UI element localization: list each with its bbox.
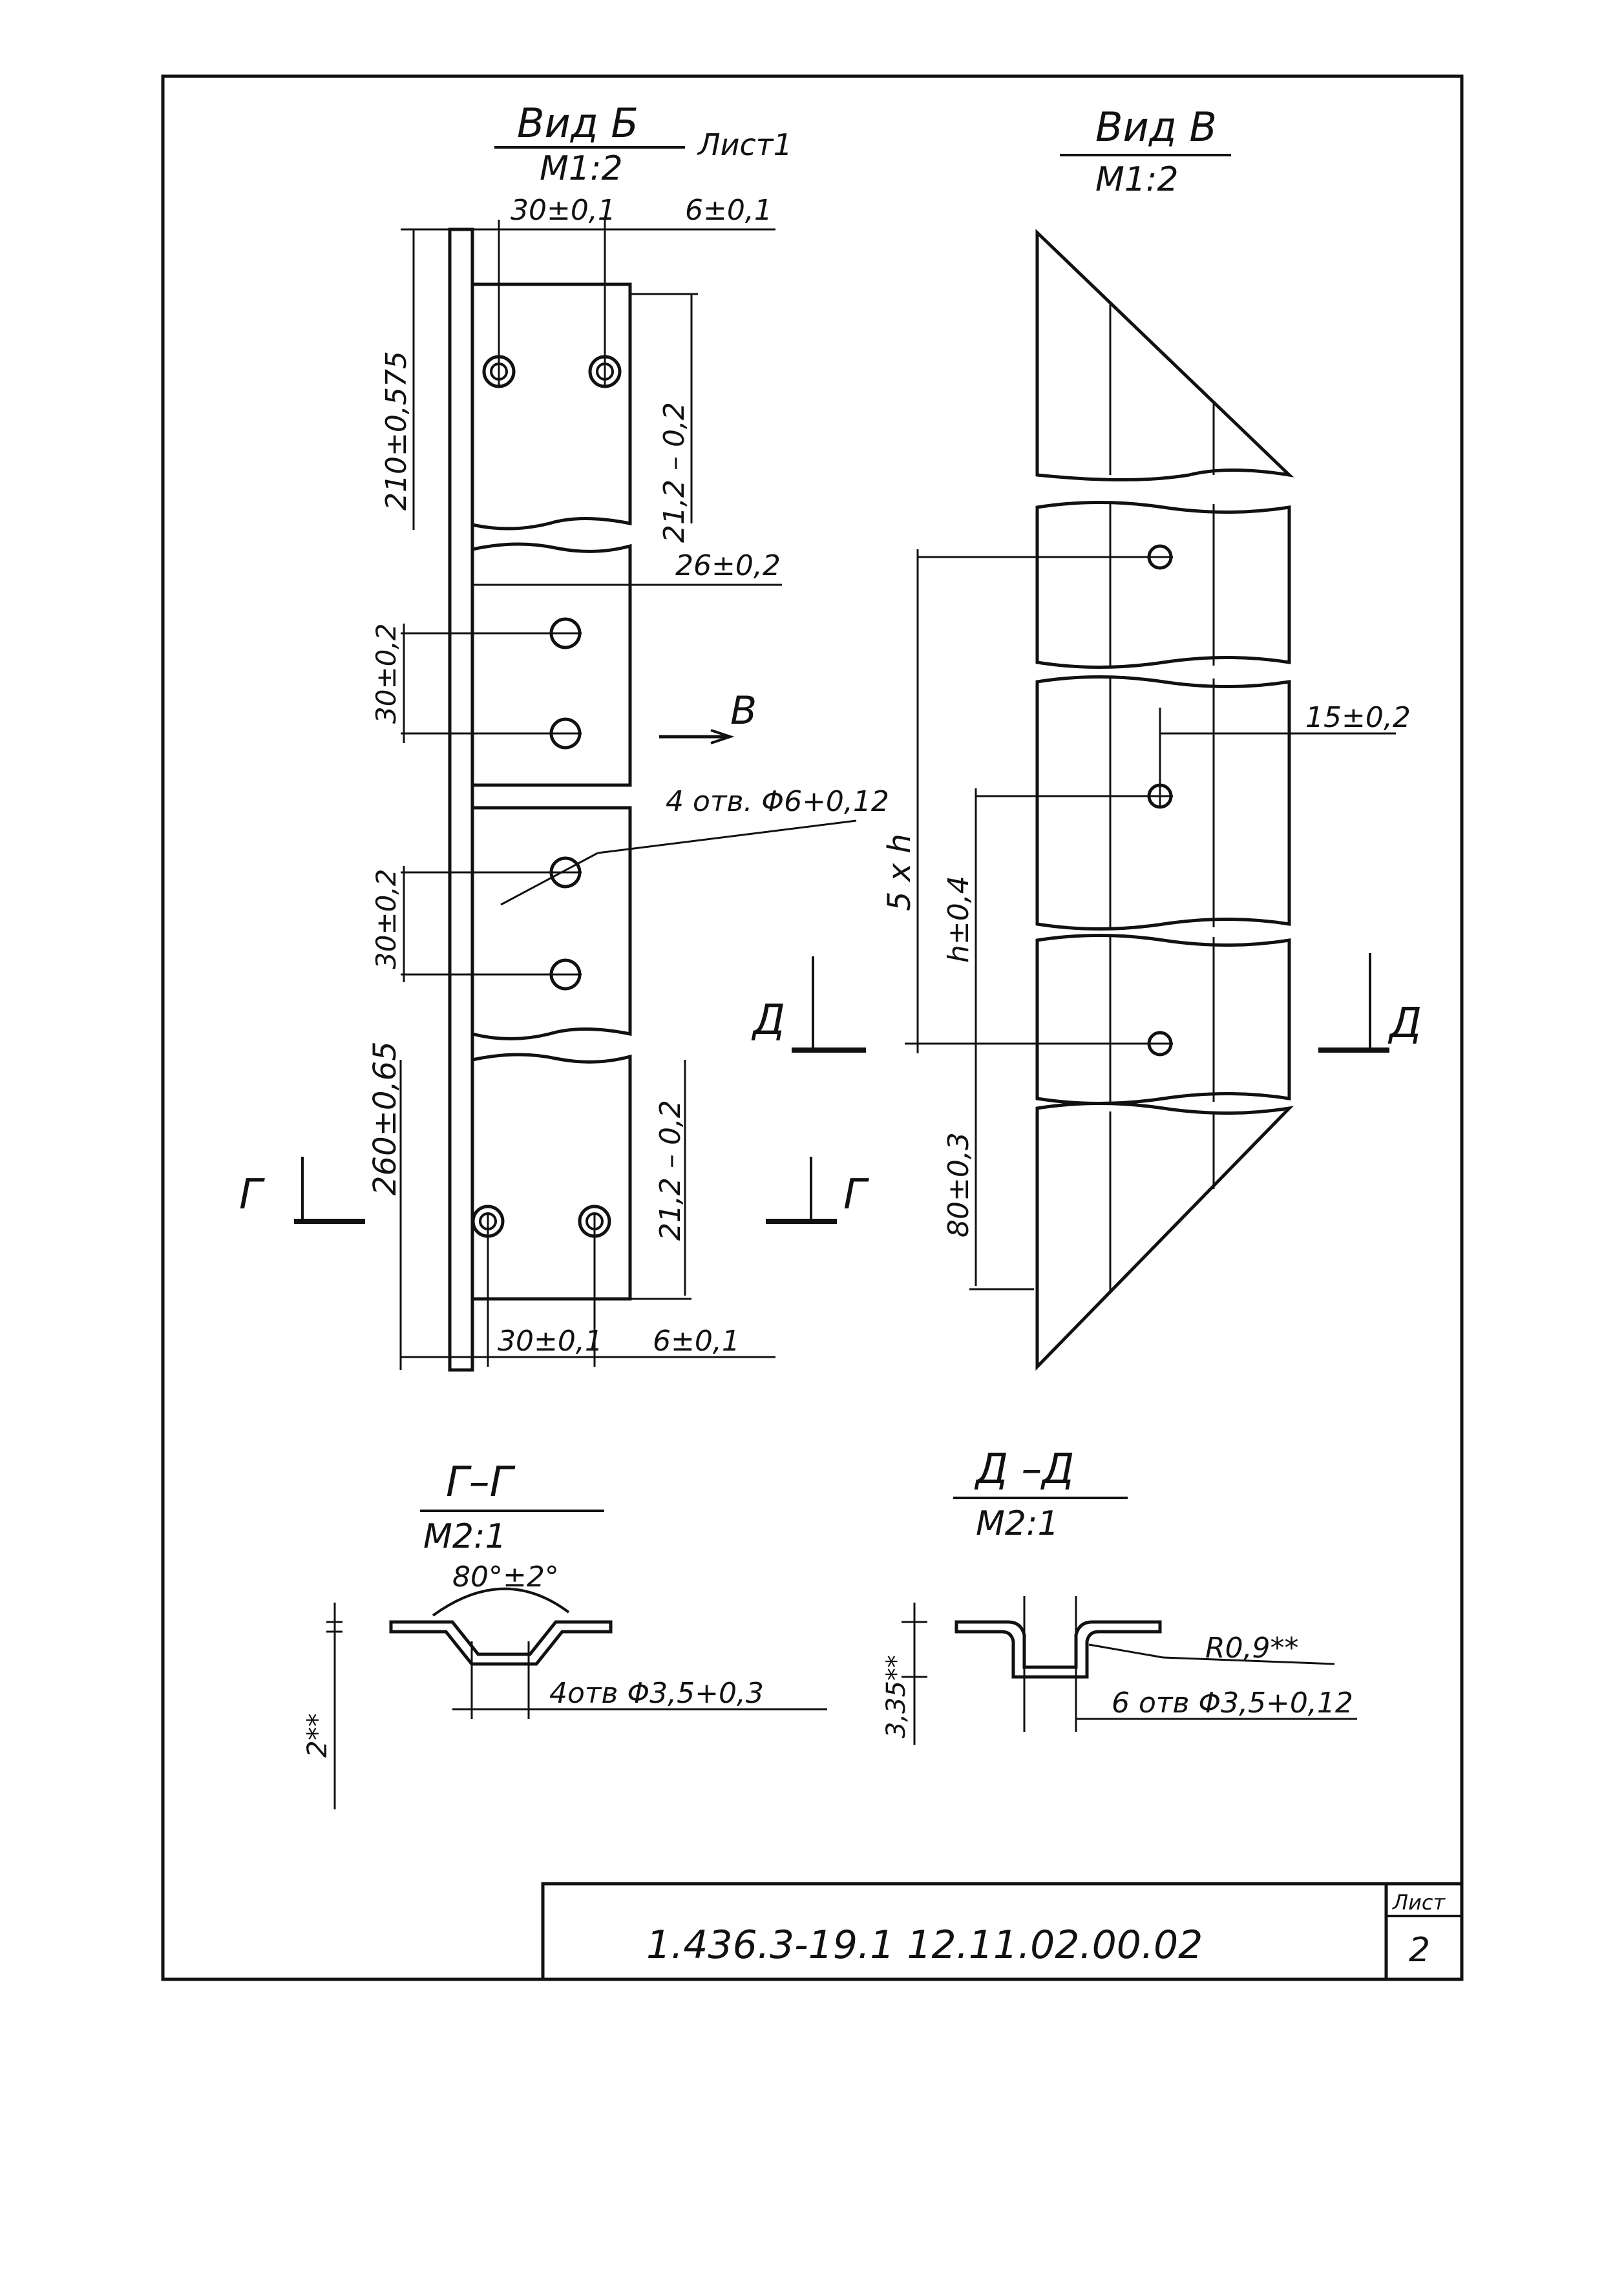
- view-v: Вид В М1:2: [751, 103, 1422, 1371]
- view-v-dim-h: h±0,4: [942, 876, 975, 963]
- view-b-dim-top-pitch: 30±0,1: [511, 194, 616, 227]
- section-d-holes-note: 6 отв Φ3,5+0,12: [1112, 1687, 1353, 1720]
- section-d-radius: R0,9**: [1205, 1632, 1299, 1665]
- view-b: Вид Б М1:2 Лист1: [239, 100, 889, 1372]
- svg-text:Г: Г: [239, 1171, 265, 1219]
- svg-text:Д: Д: [751, 996, 785, 1044]
- view-b-dim-right-lower: 21,2 – 0,2: [654, 1100, 687, 1241]
- section-g-scale: М2:1: [423, 1517, 507, 1556]
- view-v-scale: М1:2: [1095, 160, 1179, 199]
- view-b-title: Вид Б: [517, 100, 638, 147]
- view-b-dim-30-b: 30±0,2: [370, 869, 402, 969]
- view-b-dim-bottom-edge: 6±0,1: [653, 1325, 740, 1358]
- view-b-sheet-note: Лист1: [697, 127, 792, 162]
- section-g: Г–Г М2:1 80°±2° 2** 4отв Φ3,5+0,3: [301, 1458, 827, 1809]
- view-b-dim-left-upper: 210±0,575: [380, 351, 413, 511]
- title-block-sheet-number: 2: [1409, 1931, 1430, 1970]
- title-block-document-code: 1.436.3-19.1 12.11.02.00.02: [646, 1922, 1203, 1968]
- section-mark-g-left: Г: [239, 1157, 365, 1224]
- view-b-scale: М1:2: [540, 149, 623, 188]
- section-g-title: Г–Г: [446, 1458, 516, 1506]
- section-d: Д –Д М2:1 R0,9** 3,35** 6 отв Φ3,5+0,12: [881, 1446, 1357, 1745]
- view-v-dim-5h: 5 х h: [881, 834, 918, 911]
- section-mark-d-left: Д: [751, 956, 866, 1053]
- section-g-thickness: 2**: [301, 1713, 333, 1758]
- view-b-dim-26: 26±0,2: [675, 549, 781, 582]
- view-v-dim-15: 15±0,2: [1305, 701, 1411, 734]
- title-block-sheet-label: Лист: [1392, 1890, 1446, 1915]
- view-b-dim-left-lower: 260±0,65: [367, 1041, 403, 1195]
- section-d-title: Д –Д: [974, 1446, 1074, 1493]
- view-b-dim-top-edge: 6±0,1: [685, 194, 772, 227]
- view-b-dim-right-upper: 21,2 – 0,2: [658, 402, 691, 543]
- section-g-holes-note: 4отв Φ3,5+0,3: [549, 1677, 764, 1710]
- title-block: 1.436.3-19.1 12.11.02.00.02 Лист 2: [541, 1882, 1464, 1981]
- section-d-scale: М2:1: [976, 1504, 1059, 1543]
- view-b-holes-note: 4 отв. Φ6+0,12: [666, 785, 889, 818]
- section-d-height: 3,35**: [881, 1655, 911, 1738]
- view-b-holes: [471, 355, 622, 1238]
- view-b-dim-bottom-pitch: 30±0,1: [498, 1325, 603, 1358]
- view-b-view-ref: В: [730, 688, 757, 733]
- svg-text:Г: Г: [843, 1171, 869, 1219]
- section-mark-d-right: Д: [1318, 953, 1422, 1053]
- section-mark-g-right: Г: [766, 1157, 869, 1224]
- view-v-dim-80: 80±0,3: [942, 1132, 975, 1237]
- view-b-dim-30-a: 30±0,2: [370, 624, 402, 724]
- svg-text:Д: Д: [1387, 1000, 1422, 1048]
- view-v-title: Вид В: [1095, 103, 1217, 151]
